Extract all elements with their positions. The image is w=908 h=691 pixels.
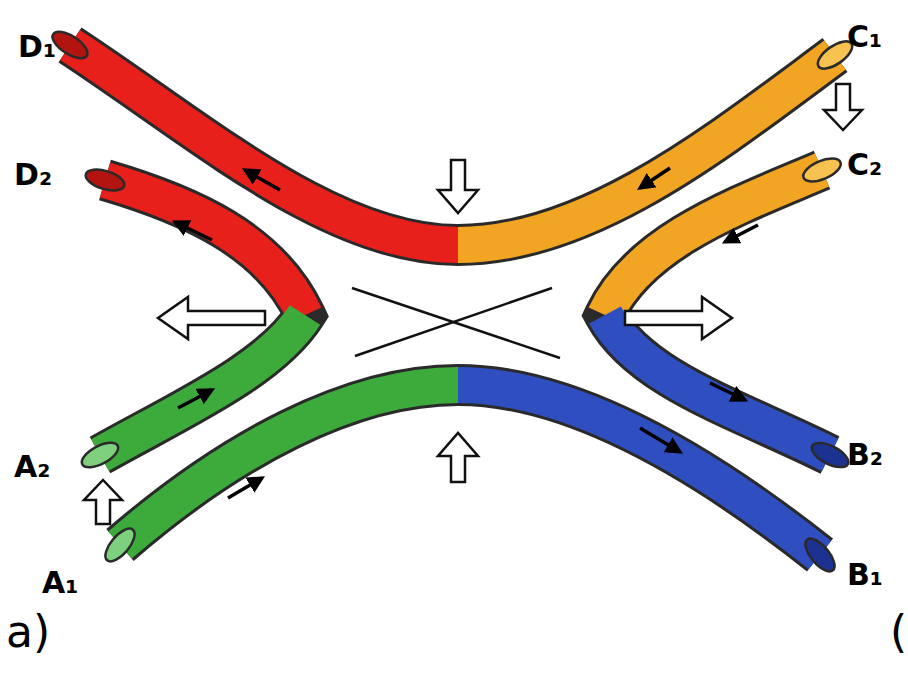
line-end-label: D₁ — [18, 32, 56, 62]
line-end-label: D₂ — [14, 160, 52, 190]
line-end-label: A₁ — [42, 568, 78, 598]
line-end-label: C₂ — [847, 150, 882, 180]
line-end-label: B₁ — [847, 560, 883, 590]
line-end-label: A₂ — [14, 452, 50, 482]
panel-label: a) — [6, 610, 50, 654]
panel-label: ( — [890, 610, 907, 654]
line-end-label: B₂ — [847, 440, 883, 470]
line-end-label: C₁ — [847, 22, 882, 52]
